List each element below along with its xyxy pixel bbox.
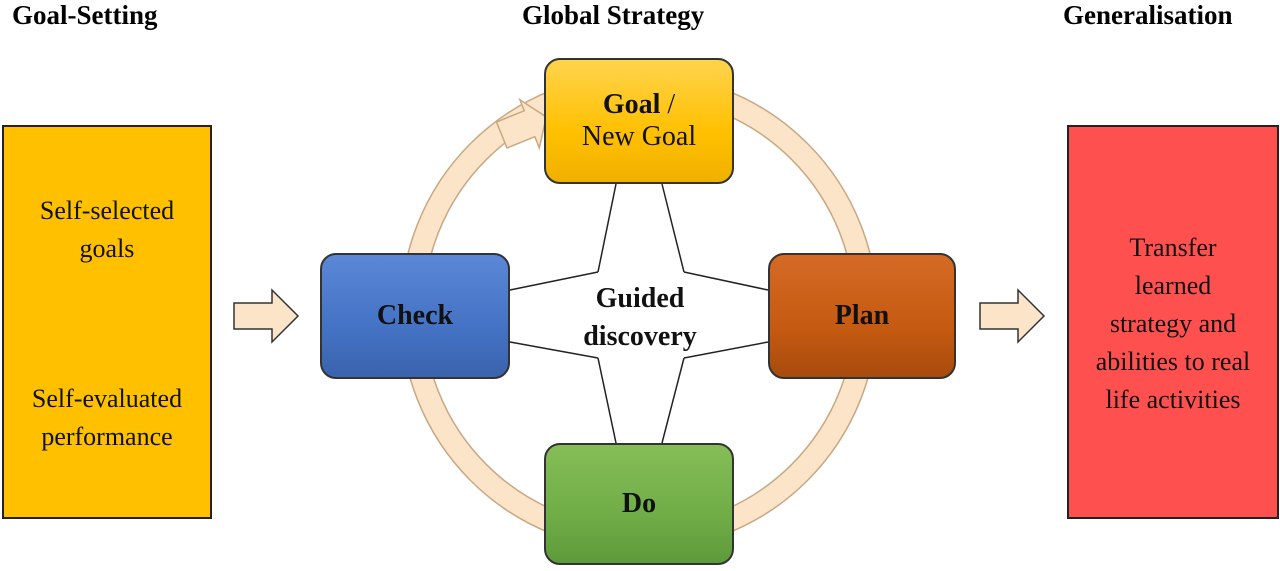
generalisation-box (1067, 125, 1279, 519)
cycle-arrowhead (495, 97, 548, 151)
text-line: abilities to real (1095, 347, 1251, 376)
check-node: Check (320, 253, 510, 379)
transfer-text: Transfer learned strategy and abilities … (1067, 229, 1279, 419)
goal-slash: / (660, 89, 676, 120)
self-selected-goals-text: Self-selected goals (2, 192, 212, 268)
text-line: life activities (1105, 385, 1241, 414)
plan-label: Plan (834, 300, 890, 331)
text-line: Transfer (1129, 233, 1217, 262)
self-evaluated-performance-text: Self-evaluated performance (2, 380, 212, 456)
goal-setting-box (2, 125, 212, 519)
goal-setting-heading: Goal-Setting (12, 0, 158, 30)
guided-discovery-star (509, 183, 769, 444)
text-line: Guided (595, 283, 685, 314)
global-strategy-heading: Global Strategy (522, 0, 705, 30)
plan-node: Plan (768, 253, 956, 379)
do-label: Do (621, 488, 657, 519)
guided-discovery-label: Guided discovery (560, 280, 720, 356)
right-arrow-icon (233, 288, 300, 344)
do-node: Do (544, 443, 734, 565)
text-line: discovery (583, 321, 697, 352)
text-line: Self-selected (39, 196, 175, 225)
text-line: performance (41, 422, 173, 451)
text-line: Self-evaluated (31, 384, 183, 413)
goal-node: Goal / New Goal (544, 58, 734, 184)
new-goal-label: New Goal (581, 121, 697, 152)
check-label: Check (376, 300, 454, 331)
generalisation-heading: Generalisation (1063, 0, 1233, 30)
text-line: goals (79, 234, 135, 263)
text-line: learned (1134, 271, 1212, 300)
right-arrow-icon (979, 288, 1046, 344)
text-line: strategy and (1109, 309, 1237, 338)
goal-label: Goal (602, 89, 661, 120)
